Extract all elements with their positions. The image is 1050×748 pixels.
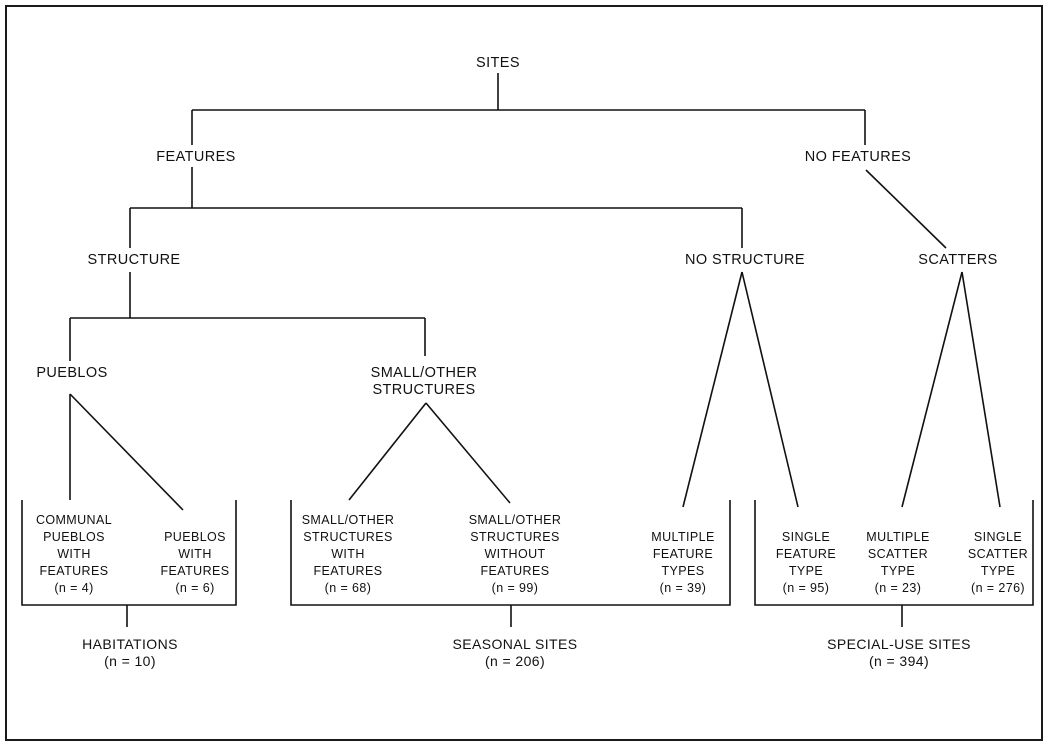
node-sites: SITES [476,55,520,71]
leaf-line: FEATURE [652,547,714,561]
leaf-count: (n = 95) [782,581,830,595]
leaf-line: SMALL/OTHER [301,513,395,527]
node-small-other-line-1: SMALL/OTHER [370,365,478,381]
group-count: (n = 394) [868,653,930,669]
leaf-small-other-with-features: SMALL/OTHER STRUCTURES WITH FEATURES (n … [302,512,395,597]
figure-frame [5,5,1043,741]
leaf-pueblos-with-features: PUEBLOS WITH FEATURES (n = 6) [161,529,230,597]
group-habitations: HABITATIONS (n = 10) [82,636,178,670]
leaf-line: TYPE [788,564,824,578]
leaf-line: SCATTER [867,547,929,561]
leaf-count: (n = 4) [54,581,94,595]
group-count: (n = 206) [484,653,546,669]
leaf-line: FEATURES [160,564,230,578]
leaf-line: MULTIPLE [651,530,715,544]
leaf-line: SINGLE [781,530,831,544]
node-features: FEATURES [156,149,236,165]
leaf-line: TYPES [661,564,705,578]
leaf-line: WITH [57,547,91,561]
leaf-communal-pueblos: COMMUNAL PUEBLOS WITH FEATURES (n = 4) [36,512,112,597]
group-special-use-sites: SPECIAL-USE SITES (n = 394) [827,636,971,670]
node-scatters: SCATTERS [918,252,998,268]
leaf-line: WITHOUT [484,547,546,561]
leaf-line: SINGLE [973,530,1023,544]
leaf-line: FEATURES [313,564,383,578]
leaf-single-scatter-type: SINGLE SCATTER TYPE (n = 276) [968,529,1028,597]
node-structure: STRUCTURE [87,252,181,268]
leaf-line: WITH [178,547,212,561]
group-label: SPECIAL-USE SITES [827,636,971,652]
leaf-line: STRUCTURES [470,530,560,544]
leaf-line: WITH [331,547,365,561]
node-small-other-structures: SMALL/OTHER STRUCTURES [371,365,478,399]
leaf-line: PUEBLOS [164,530,226,544]
leaf-multiple-scatter-type: MULTIPLE SCATTER TYPE (n = 23) [866,529,929,597]
leaf-line: FEATURES [39,564,109,578]
node-no-features: NO FEATURES [804,149,912,165]
leaf-line: COMMUNAL [35,513,113,527]
leaf-line: SCATTER [967,547,1029,561]
leaf-line: FEATURE [775,547,837,561]
leaf-single-feature-type: SINGLE FEATURE TYPE (n = 95) [776,529,836,597]
leaf-count: (n = 6) [175,581,215,595]
leaf-line: MULTIPLE [866,530,930,544]
leaf-count: (n = 39) [659,581,707,595]
leaf-count: (n = 276) [971,581,1025,595]
leaf-line: SMALL/OTHER [468,513,562,527]
leaf-line: TYPE [980,564,1016,578]
leaf-line: PUEBLOS [43,530,105,544]
leaf-count: (n = 68) [324,581,372,595]
leaf-count: (n = 23) [874,581,922,595]
group-seasonal-sites: SEASONAL SITES (n = 206) [453,636,578,670]
node-small-other-line-2: STRUCTURES [372,382,476,398]
leaf-count: (n = 99) [491,581,539,595]
leaf-line: STRUCTURES [303,530,393,544]
leaf-line: FEATURES [480,564,550,578]
group-count: (n = 10) [104,653,156,669]
node-pueblos: PUEBLOS [36,365,108,381]
group-label: HABITATIONS [82,636,178,652]
node-no-structure: NO STRUCTURE [685,252,805,268]
leaf-small-other-without-features: SMALL/OTHER STRUCTURES WITHOUT FEATURES … [469,512,562,597]
group-label: SEASONAL SITES [452,636,578,652]
leaf-multiple-feature-types: MULTIPLE FEATURE TYPES (n = 39) [651,529,714,597]
leaf-line: TYPE [880,564,916,578]
